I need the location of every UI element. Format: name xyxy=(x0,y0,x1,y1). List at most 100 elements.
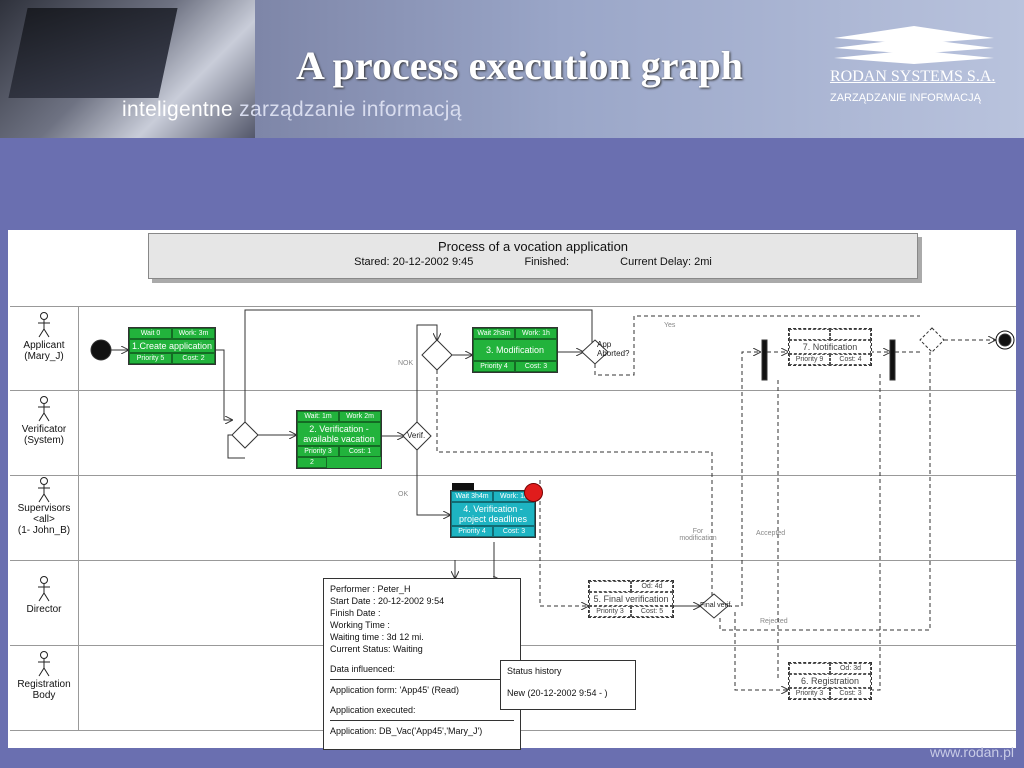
task-cost: Cost: 3 xyxy=(515,361,557,372)
company-logo: RODAN SYSTEMS S.A. ZARZĄDZANIE INFORMACJ… xyxy=(824,24,1014,124)
note-app-exec: Application: DB_Vac('App45','Mary_J') xyxy=(330,726,483,736)
note-working-time: Working Time : xyxy=(330,620,390,630)
lane-label-line: Body xyxy=(32,690,56,701)
task-priority: Priority 3 xyxy=(789,688,830,699)
lane-divider xyxy=(10,390,1016,391)
task-name: 7. Notification xyxy=(789,340,871,354)
task-priority: Priority 3 xyxy=(589,606,631,617)
task-cost: Cost: 1 xyxy=(339,446,381,457)
tagline: inteligentne zarządzanie informacją xyxy=(122,98,462,122)
process-finished: Finished: xyxy=(524,256,570,268)
lane-label-line: Supervisors xyxy=(17,503,71,514)
task-wait: Wait 2h3m xyxy=(473,328,515,339)
task-wait: Wait: 1m xyxy=(297,411,339,422)
task-name: 5. Final verification xyxy=(589,592,673,606)
process-title: Process of a vocation application xyxy=(437,239,629,254)
company-tagline: ZARZĄDZANIE INFORMACJĄ xyxy=(830,92,981,104)
actor-icon xyxy=(38,576,50,602)
lane-director: Director xyxy=(10,560,79,645)
task-name: 4. Verification - project deadlines xyxy=(451,502,535,526)
laptop-photo xyxy=(0,0,255,138)
note-performer: Performer : Peter_H xyxy=(330,584,411,594)
lane-verificator: Verificator (System) xyxy=(10,390,79,475)
note-status: Current Status: Waiting xyxy=(330,644,423,654)
lane-label-line: (System) xyxy=(24,435,64,446)
lane-registration: Registration Body xyxy=(10,645,79,730)
edge-label-accepted: Accepted xyxy=(756,530,786,537)
process-info-box: Process of a vocation application Stared… xyxy=(148,233,918,279)
task-cost: Cost: 4 xyxy=(830,354,871,365)
task-name: 2. Verification - available vacation xyxy=(297,422,381,446)
lane-supervisors: Supervisors <all> (1- John_B) xyxy=(10,475,79,560)
task-cost: Cost: 5 xyxy=(631,606,673,617)
task-name: 1.Create application xyxy=(129,339,215,353)
company-name: RODAN SYSTEMS S.A. xyxy=(830,68,996,85)
note-app-form: Application form: 'App45' (Read) xyxy=(330,685,460,695)
task-wait: Wait 3h4m xyxy=(451,491,493,502)
status-history-entry: New (20-12-2002 9:54 - ) xyxy=(507,688,608,698)
edge-label-rejected: Rejected xyxy=(760,618,788,625)
tagline-light: zarządzanie informacją xyxy=(239,98,462,121)
lane-divider xyxy=(10,560,1016,561)
lane-label-line: Registration xyxy=(17,679,71,690)
task-priority: Priority 4 xyxy=(473,361,515,372)
actor-icon xyxy=(38,477,50,503)
logo-stripes-icon xyxy=(834,26,994,64)
edge-label-ok: OK xyxy=(398,491,409,498)
task-priority: Priority 3 xyxy=(297,446,339,457)
actor-icon xyxy=(38,651,50,677)
footer-url[interactable]: www.rodan.pl xyxy=(929,744,1014,760)
lane-label-line: (Mary_J) xyxy=(24,351,64,362)
gateway-label-verif: Verif. xyxy=(407,431,426,440)
task-work: Work: 3m xyxy=(172,328,215,339)
status-history-heading: Status history xyxy=(507,666,562,676)
task-work: Work: 1h xyxy=(515,328,557,339)
actor-icon xyxy=(38,396,50,422)
task-deadline: Od: 4d xyxy=(631,581,673,592)
header-banner: A process execution graph inteligentne z… xyxy=(0,0,1024,138)
task-name: 6. Registration xyxy=(789,674,871,688)
task-instances: 2 xyxy=(297,457,327,468)
lane-divider xyxy=(10,306,1016,307)
lane-divider xyxy=(10,475,1016,476)
lane-label-line: Director xyxy=(26,604,62,615)
task-detail-note: Performer : Peter_H Start Date : 20-12-2… xyxy=(323,578,521,750)
task-cost: Cost: 3 xyxy=(493,526,535,537)
actor-icon xyxy=(38,312,50,338)
task-priority: Priority 5 xyxy=(129,353,172,364)
note-waiting-time: Waiting time : 3d 12 mi. xyxy=(330,632,424,642)
note-data-heading: Data influenced: xyxy=(330,664,396,674)
task-deadline: Od: 3d xyxy=(830,663,871,674)
page-title: A process execution graph xyxy=(296,43,744,88)
task-tag xyxy=(452,483,474,490)
task-work: Work 2m xyxy=(339,411,381,422)
gateway-label-final: Final verif. xyxy=(700,602,733,609)
task-priority: Priority 4 xyxy=(451,526,493,537)
gateway-label-app-aborted: App Aborted? xyxy=(597,340,630,358)
status-history-note: Status history New (20-12-2002 9:54 - ) xyxy=(500,660,636,710)
edge-label-nok: NOK xyxy=(398,360,414,367)
alert-indicator-icon xyxy=(524,483,543,502)
edge-label-yes: Yes xyxy=(664,322,676,329)
task-wait: Wait 0 xyxy=(129,328,172,339)
tagline-bold: inteligentne xyxy=(122,98,234,121)
process-started: Stared: 20-12-2002 9:45 xyxy=(354,256,474,268)
lane-applicant: Applicant (Mary_J) xyxy=(10,306,79,390)
note-start-date: Start Date : 20-12-2002 9:54 xyxy=(330,596,445,606)
note-finish-date: Finish Date : xyxy=(330,608,381,618)
task-cost: Cost: 2 xyxy=(172,353,215,364)
blue-band xyxy=(0,138,1024,230)
task-priority: Priority 9 xyxy=(789,354,830,365)
lane-label-line: Verificator xyxy=(21,424,67,435)
task-name: 3. Modification xyxy=(473,339,557,361)
lane-label-line: Applicant xyxy=(23,340,65,351)
lane-label-line: <all> xyxy=(33,514,55,525)
process-delay: Current Delay: 2mi xyxy=(620,256,712,268)
